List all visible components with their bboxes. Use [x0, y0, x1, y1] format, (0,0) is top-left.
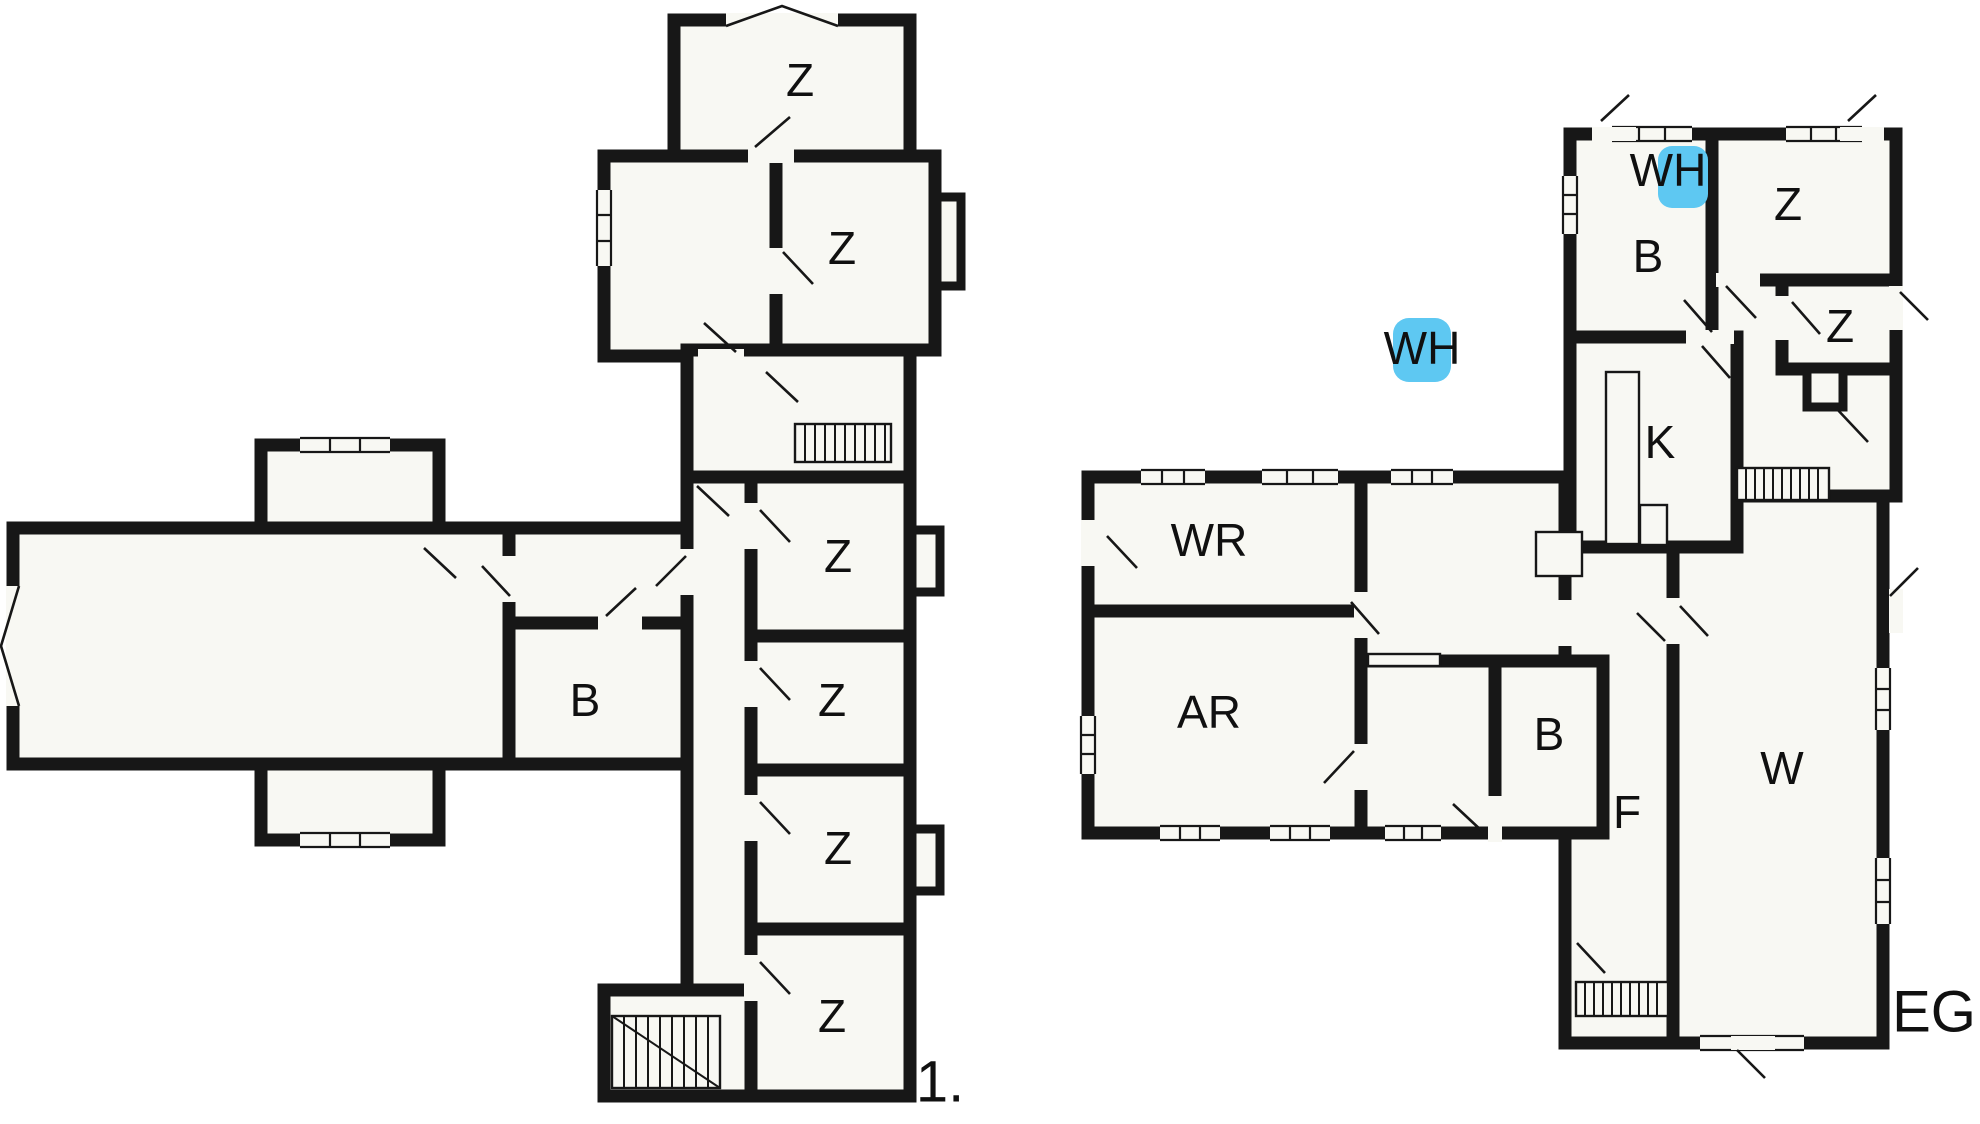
window: [1391, 468, 1453, 486]
room-z6: [744, 922, 917, 1103]
room-label-z6: Z: [818, 990, 846, 1042]
kitchen-appliance: [1638, 503, 1669, 547]
window: [1874, 668, 1892, 730]
window: [1262, 468, 1338, 486]
room-label-hall-f: F: [1613, 786, 1641, 838]
stairs-upper: [793, 422, 893, 464]
window: [1270, 824, 1330, 842]
room-wing-top-extension: [254, 438, 446, 535]
window: [1141, 468, 1205, 486]
room-kitchen: [1563, 330, 1744, 554]
stairs-lower-eg: [1574, 980, 1670, 1018]
floor-label-ground: EG: [1892, 980, 1976, 1045]
window: [1385, 824, 1441, 842]
window: [300, 436, 390, 454]
room-label-z1: Z: [786, 54, 814, 106]
room-middle-small: [1354, 654, 1502, 840]
room-label-kitchen: K: [1645, 416, 1676, 468]
room-label-living-w: W: [1760, 742, 1804, 794]
gable-notch-west: [0, 585, 21, 707]
window: [1160, 824, 1220, 842]
chimney-notch: [1802, 364, 1848, 412]
floor-label-first: 1.: [916, 1050, 964, 1115]
room-label-bath-top: B: [1633, 230, 1664, 282]
wh-highlight-free: [1393, 318, 1451, 382]
room-label-bath-first: B: [570, 674, 601, 726]
window: [1079, 716, 1097, 774]
wh-label-top: WH: [1630, 144, 1707, 196]
wh-label-free: WH: [1384, 322, 1461, 374]
room-upper-left: [597, 149, 783, 363]
room-wing-bottom-extension: [254, 757, 446, 847]
wh-highlight-top: [1658, 146, 1708, 208]
room-label-z5: Z: [824, 822, 852, 874]
window: [1561, 176, 1579, 234]
room-label-z2: Z: [828, 222, 856, 274]
room-label-z-large: Z: [1774, 178, 1802, 230]
floorplan-ground-floor: WH B Z Z K WH WR AR B F W EG: [1079, 94, 1976, 1079]
sideboard: [1366, 652, 1442, 668]
room-vestibule: [502, 521, 694, 630]
room-label-z4: Z: [818, 674, 846, 726]
floorplan-first-floor: Z Z Z Z Z Z B 1.: [0, 4, 966, 1115]
shaft-square: [1534, 530, 1584, 578]
stairs-lower-winder: [610, 1014, 722, 1090]
gable-notch-top: [725, 4, 839, 28]
door-swing-lines: [1106, 94, 1929, 1079]
window: [595, 190, 613, 266]
window: [1874, 858, 1892, 924]
window: [300, 831, 390, 849]
door-swing-lines: [423, 116, 814, 995]
room-bath-lower: [1488, 654, 1610, 840]
room-label-z-small: Z: [1826, 300, 1854, 352]
room-label-ar: AR: [1177, 686, 1241, 738]
room-label-bath-lower: B: [1534, 708, 1565, 760]
room-z-large: [1705, 127, 1903, 287]
door-openings: [1081, 127, 1903, 1050]
kitchen-counter: [1604, 370, 1641, 546]
room-wing-hall: [6, 521, 516, 771]
room-label-z3: Z: [824, 530, 852, 582]
stairs-upper-eg: [1735, 466, 1831, 502]
room-label-wr: WR: [1171, 514, 1248, 566]
door-openings: [502, 149, 794, 1001]
